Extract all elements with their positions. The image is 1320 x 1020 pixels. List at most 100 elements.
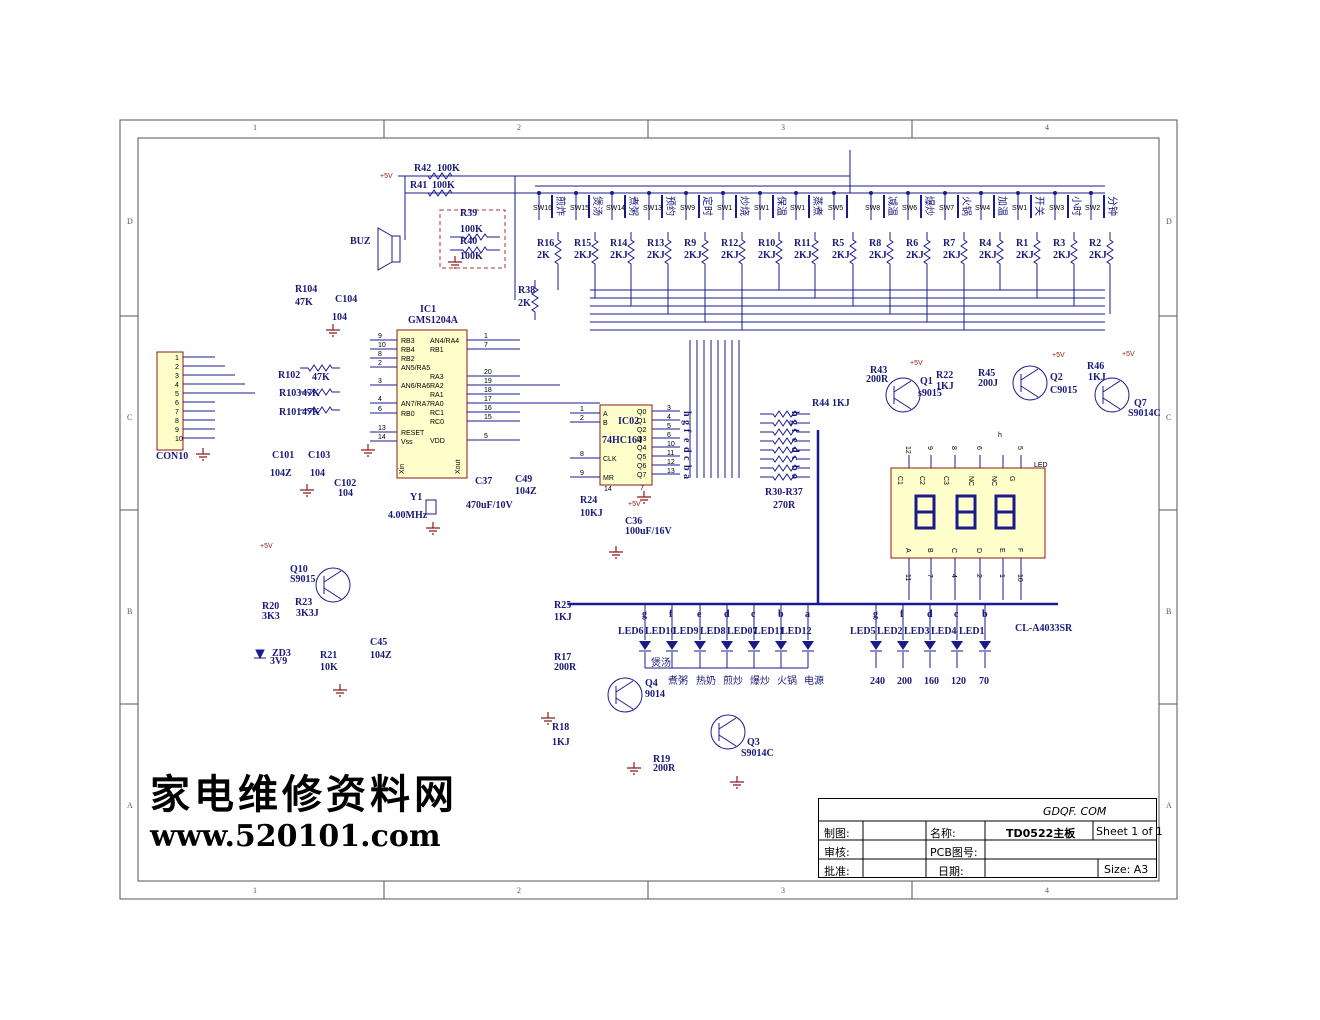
transistor-part: s9015 (918, 388, 942, 399)
junction (684, 191, 688, 195)
top-resistor-ref: R39 (460, 208, 477, 219)
ground-symbol (730, 776, 744, 789)
ground-symbol (426, 522, 440, 535)
r41 (410, 189, 470, 197)
ground-symbol (609, 546, 623, 559)
segment-resistor (760, 419, 810, 427)
switch-resistor-ref: R7 (943, 238, 955, 249)
grid-col-bottom: 3 (781, 886, 785, 895)
led-seg: b (982, 609, 988, 620)
ic1-pin-name: RESET (401, 430, 425, 437)
display-top-num: 5 (1016, 446, 1023, 450)
ic2-part: 74HC164 (602, 435, 642, 446)
watermark-url: www.520101.com (150, 819, 441, 854)
con-pin-num: 7 (175, 409, 179, 416)
cap-value: 104Z (515, 486, 537, 497)
switch-ref: SW15 (570, 205, 589, 212)
zener-symbol (254, 649, 266, 660)
vcc-label: +5V (910, 360, 923, 367)
switch-ref: SW6 (902, 205, 917, 212)
led-ref: LED6 (618, 626, 644, 637)
vcc-label: +5V (628, 501, 641, 508)
ic1-pin-num: 6 (378, 406, 382, 413)
misc-labels: Y14.00MHzC37470uF/10VC49104ZC36100uF/16V… (254, 351, 1135, 774)
driver-resistor-value: 200R (554, 662, 577, 673)
transistor-body (885, 377, 921, 413)
left-part-value: 104 (338, 488, 353, 499)
switch-resistor-ref: R4 (979, 238, 991, 249)
r42 (410, 172, 470, 180)
display-bottom-pin: A (904, 548, 911, 553)
con-pin-num: 6 (175, 400, 179, 407)
switch-label: 火锅 (960, 196, 972, 216)
driver-resistor-ref: R46 (1087, 361, 1104, 372)
switch-resistor-value: 2KJ (979, 250, 997, 261)
title-block: GDQF. COM 制图: 名称: TD0522主板 Sheet 1 of 1 … (818, 798, 1163, 878)
con-pin-num: 1 (175, 355, 179, 362)
switch-resistor (554, 232, 562, 272)
con10-label: CON10 (156, 451, 188, 462)
ic1-pin-name: RB2 (401, 356, 415, 363)
display-top-pin: NC (967, 476, 974, 486)
switch-resistor-ref: R12 (721, 238, 738, 249)
driver-resistor-value: 1KJ (554, 612, 572, 623)
r39-r40-box (439, 209, 506, 269)
seg-letter-left: h (681, 411, 692, 417)
junction (1089, 191, 1093, 195)
driver-resistor-ref: R43 (870, 365, 887, 376)
switch-resistor (886, 232, 894, 272)
seg-letter-left: c (681, 456, 692, 461)
switch-ref: SW2 (1085, 205, 1100, 212)
grid-row-left: D (127, 217, 133, 226)
led-symbol (870, 641, 882, 650)
display-bottom-num: 7 (926, 574, 933, 578)
transistor-leads (615, 680, 634, 710)
ic2-pin-name: Q5 (637, 454, 646, 461)
switch-resistor-value: 2KJ (1053, 250, 1071, 261)
r101 (300, 406, 340, 414)
ic2-pin-name: Q7 (637, 472, 646, 479)
ic2-pin-num: 6 (667, 432, 671, 439)
ic2-pin-num: 1 (580, 406, 584, 413)
ic2-pin-num: 5 (667, 423, 671, 430)
display-bottom-num: 10 (1016, 574, 1023, 582)
switch-ref: SW1 (1012, 205, 1027, 212)
con-pin-num: 3 (175, 373, 179, 380)
switch-ref: SW8 (865, 205, 880, 212)
driver-resistor-ref: R20 (262, 601, 279, 612)
driver-resistor-ref: R17 (554, 652, 571, 663)
display-h-label: h (998, 432, 1002, 439)
top-resistor-ref: R38 (518, 285, 535, 296)
display-bottom-pin: E (998, 548, 1005, 553)
grid-row-right: B (1166, 607, 1171, 616)
ic1-xin: Xin (399, 464, 406, 474)
display-top-num: 9 (926, 446, 933, 450)
tb-drawn-label: 制图: (824, 827, 850, 840)
display-top-num: 12 (904, 446, 911, 454)
ic1-pin-num: 19 (484, 378, 492, 385)
ground-symbol (448, 256, 462, 269)
segment-resistor (760, 437, 810, 445)
switch-resistor-ref: R16 (537, 238, 554, 249)
ic2-pin-name: B (603, 420, 608, 427)
grid-row-right: A (1166, 801, 1172, 810)
crystal-value: 4.00MHz (388, 510, 428, 521)
seg-letter-right: b (789, 465, 800, 471)
driver-resistor-value: 1KJ (832, 398, 850, 409)
led-function-label: 火锅 (777, 675, 797, 687)
led-seg: g (642, 609, 647, 620)
led-ref: LED4 (931, 626, 957, 637)
led-function-label: 煮粥 (668, 675, 688, 687)
display-bottom-num: 2 (975, 574, 982, 578)
top-resistor-value: 100K (432, 180, 455, 191)
seg-letter-right: d (789, 447, 800, 453)
led-symbol (897, 641, 909, 650)
zener-ref: ZD3 (272, 648, 291, 659)
switch-label: 预约 (664, 196, 677, 216)
ic1-pin-name: AN7/RA7 (401, 401, 430, 408)
ic1-pin-num: 20 (484, 369, 492, 376)
switch-resistor-ref: R3 (1053, 238, 1065, 249)
driver-resistor-ref: R23 (295, 597, 312, 608)
vcc-label: +5V (260, 543, 273, 550)
